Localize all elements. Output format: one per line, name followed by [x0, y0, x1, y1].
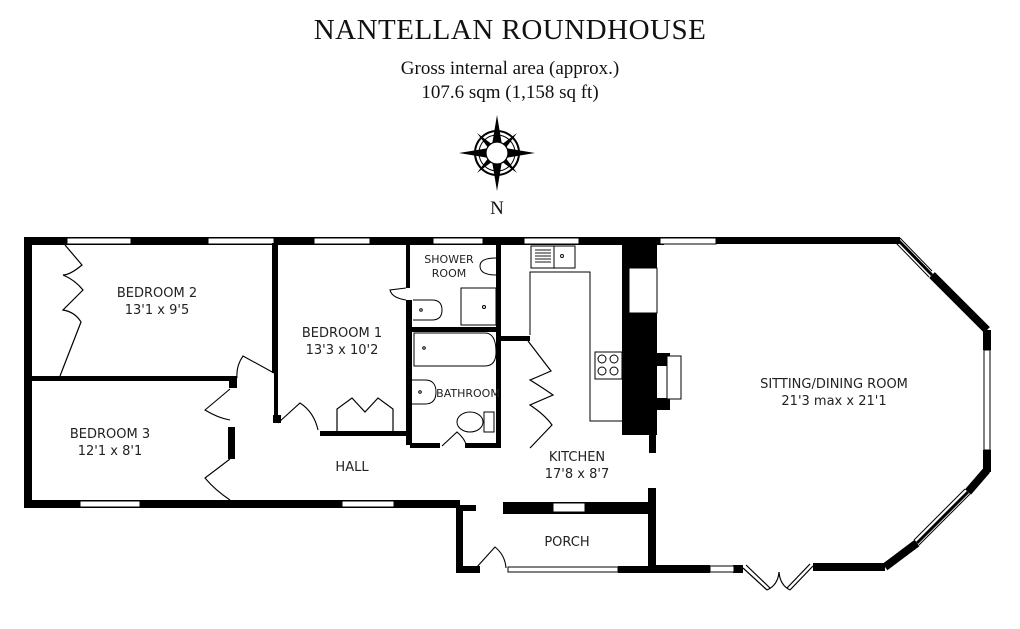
windows	[66, 237, 991, 573]
hearth	[666, 355, 682, 400]
chimney-recess	[628, 267, 658, 314]
wardrobe-doors	[59, 244, 555, 449]
compass-rose-icon	[459, 115, 535, 191]
area-value: 107.6 sqm (1,158 sq ft)	[421, 82, 599, 103]
bedroom3-dims: 12'1 x 8'1	[78, 444, 142, 459]
french-doors	[742, 563, 814, 591]
plan-title: NANTELLAN ROUNDHOUSE	[313, 14, 707, 46]
bedroom1-dims: 13'3 x 10'2	[306, 343, 379, 358]
north-label: N	[490, 198, 504, 219]
sitting-room-name: SITTING/DINING ROOM	[760, 377, 908, 392]
shower-room-name-line2: ROOM	[432, 267, 466, 280]
sanitary-fittings	[412, 257, 497, 433]
area-label: Gross internal area (approx.)	[400, 58, 620, 79]
interior-walls	[30, 243, 670, 459]
hob-icon	[594, 351, 623, 380]
kitchen-name: KITCHEN	[549, 450, 605, 465]
sink-icon	[535, 249, 564, 263]
bedroom1-name: BEDROOM 1	[302, 326, 382, 341]
bedroom3-name: BEDROOM 3	[70, 427, 150, 442]
porch-name: PORCH	[544, 535, 589, 550]
kitchen-dims: 17'8 x 8'7	[545, 467, 609, 482]
doors	[204, 287, 507, 569]
bedroom2-dims: 13'1 x 9'5	[125, 303, 189, 318]
kitchen-worktop	[529, 245, 622, 422]
bedroom2-name: BEDROOM 2	[117, 286, 197, 301]
shower-room-name-line1: SHOWER	[424, 253, 474, 266]
bay-windows	[895, 237, 971, 546]
bay-walls	[882, 238, 991, 571]
sitting-room-dims: 21'3 max x 21'1	[781, 394, 886, 409]
bathroom-name: BATHROOM	[436, 387, 500, 400]
hall-name: HALL	[335, 460, 369, 475]
porch-walls	[456, 505, 476, 511]
